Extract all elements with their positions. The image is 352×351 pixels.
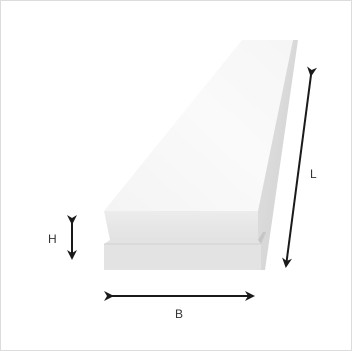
beam-front-face-lower	[104, 240, 261, 270]
width-label: B	[175, 307, 183, 321]
beam-side-groove	[258, 232, 266, 244]
length-label: L	[310, 167, 317, 181]
length-dimension-arrow	[282, 66, 317, 268]
beam-top-face	[104, 40, 293, 211]
height-label: H	[48, 232, 57, 246]
beam-front-face-upper	[104, 211, 258, 240]
